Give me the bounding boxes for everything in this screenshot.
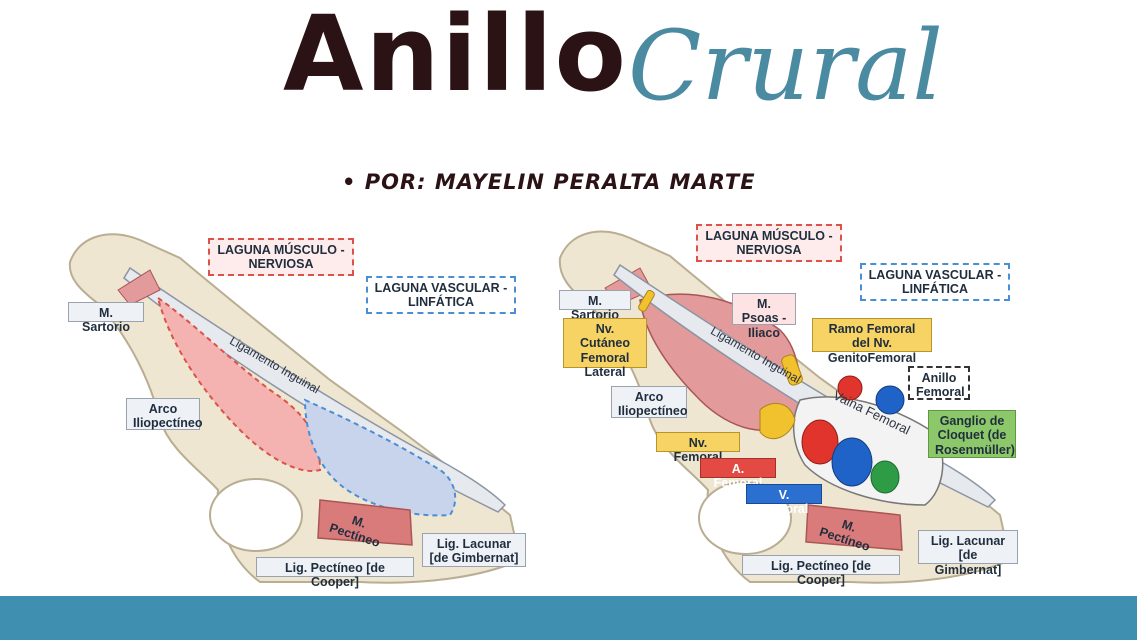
right-label-laguna-vascular: LAGUNA VASCULAR - LINFÁTICA [860,263,1010,301]
right-label-v-femoral: V. Femoral [746,484,822,504]
right-label-ganglio: Ganglio de Cloquet (de Rosenmüller) [928,410,1016,458]
right-label-m-sartorio: M. Sartorio [559,290,631,310]
right-label-m-psoas: M. Psoas - Iliaco [732,293,796,325]
right-label-ramo-femoral: Ramo Femoral del Nv. GenitoFemoral [812,318,932,352]
right-label-anillo-femoral: Anillo Femoral [908,366,970,400]
right-femoral-vein [832,438,872,486]
right-label-a-femoral: A. Femoral [700,458,776,478]
right-label-laguna-musculo: LAGUNA MÚSCULO - NERVIOSA [696,224,842,262]
right-label-lig-pectineo: Lig. Pectíneo [de Cooper] [742,555,900,575]
footer-bar [0,596,1137,640]
right-cloquet-node [871,461,899,493]
right-label-lig-lacunar: Lig. Lacunar [de Gimbernat] [918,530,1018,564]
right-label-nv-femoral: Nv. Femoral [656,432,740,452]
right-label-arco: Arco Iliopectíneo [611,386,687,418]
right-label-nv-cutaneo: Nv. Cutáneo Femoral Lateral [563,318,647,368]
